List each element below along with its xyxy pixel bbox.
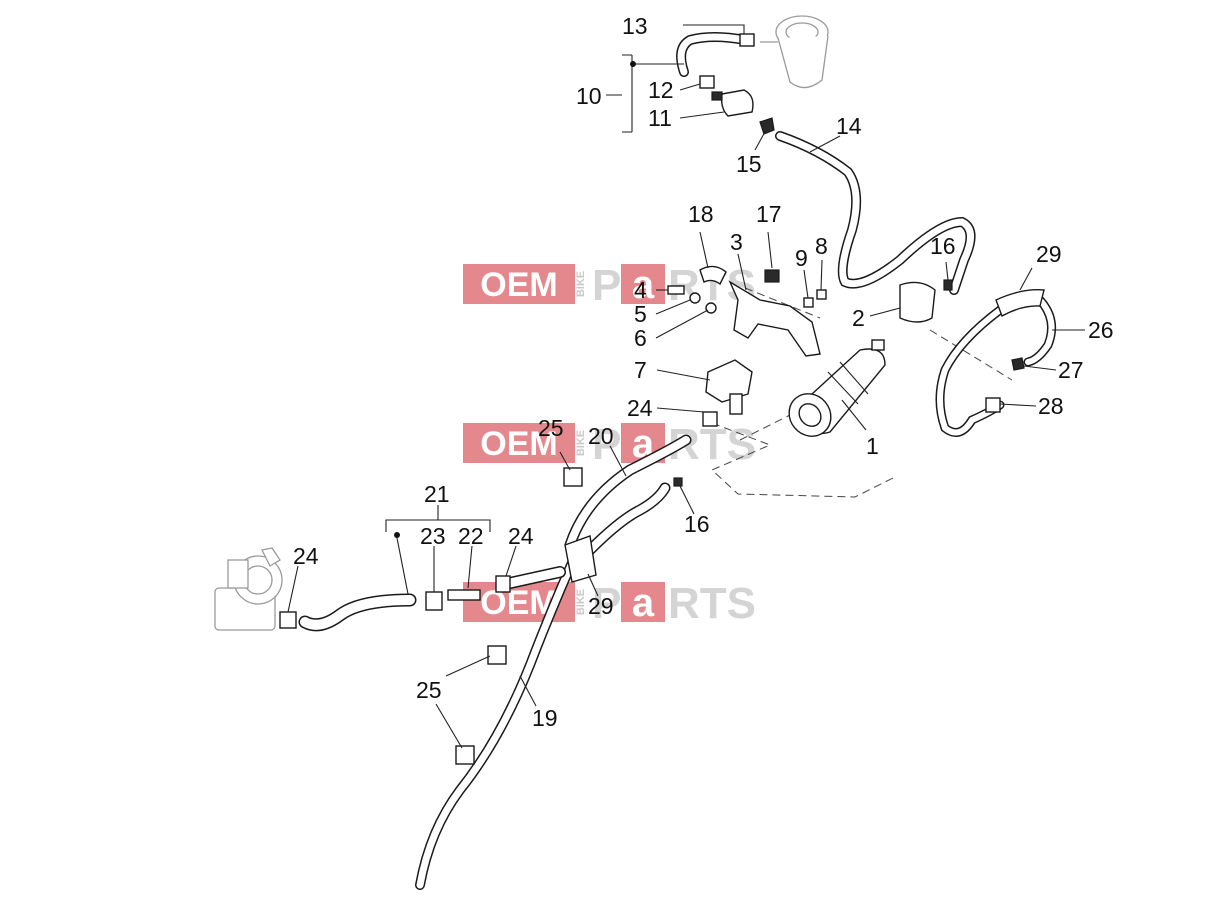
part-clamp-13 — [739, 33, 755, 47]
part-washer-5 — [689, 292, 701, 304]
callout-16b: 16 — [684, 511, 710, 537]
bracket-21 — [385, 505, 491, 532]
callout-labels: 13 10 12 11 14 15 18 17 3 9 8 16 29 4 5 … — [293, 13, 1114, 731]
callout-25b: 25 — [416, 677, 442, 703]
part-clip-27 — [1011, 357, 1025, 371]
watermark-bike-text: BIKE — [575, 430, 587, 456]
callout-28: 28 — [1038, 393, 1064, 419]
callout-5: 5 — [634, 301, 647, 327]
callout-4: 4 — [634, 277, 647, 303]
dashed-line-bracket-screw — [744, 287, 821, 319]
part-fitting-28 — [985, 397, 1001, 413]
watermark-a-text: a — [632, 581, 655, 625]
callout-2: 2 — [852, 305, 865, 331]
watermark-p-text: P — [592, 420, 621, 469]
callout-13: 13 — [622, 13, 648, 39]
watermark-oem-text: OEM — [480, 266, 557, 304]
callout-10: 10 — [576, 83, 602, 109]
watermark-a-box — [621, 582, 665, 622]
callout-6: 6 — [634, 325, 647, 351]
throttle-body-actuator — [227, 559, 249, 589]
callout-29b: 29 — [588, 593, 614, 619]
part-canister-1 — [788, 339, 886, 437]
callout-8: 8 — [815, 233, 828, 259]
hoses — [298, 32, 1057, 890]
callout-23: 23 — [420, 523, 446, 549]
callout-18: 18 — [688, 201, 714, 227]
part-valve-11 — [720, 89, 754, 117]
dashed-line-bracket — [929, 329, 1013, 381]
watermark-rts-text: RTS — [668, 579, 756, 628]
fuel-cap-neck — [777, 35, 829, 89]
part-clip-25c — [455, 745, 475, 765]
part-screw-4 — [667, 285, 685, 295]
leader-lines — [287, 24, 1085, 749]
callout-11: 11 — [648, 105, 672, 131]
callout-14: 14 — [836, 113, 862, 139]
part-clip-25b — [487, 645, 507, 665]
watermark-p-text: P — [592, 261, 621, 310]
parts — [279, 33, 1025, 765]
callout-9: 9 — [795, 245, 808, 271]
callout-3: 3 — [730, 229, 743, 255]
callout-12: 12 — [648, 77, 674, 103]
watermark-p-text: P — [592, 579, 621, 628]
part-washer-6 — [705, 302, 717, 314]
part-connector-24 — [702, 411, 718, 427]
sleeve-29 — [564, 535, 597, 583]
watermark-bike-text: BIKE — [575, 589, 587, 615]
callout-22: 22 — [458, 523, 484, 549]
part-clamp-23 — [425, 591, 443, 611]
part-clamp-24a — [495, 575, 511, 593]
part-clip-16a — [943, 279, 953, 291]
callout-21: 21 — [424, 481, 450, 507]
throttle-body-ghost — [214, 547, 283, 631]
part-nut-9 — [803, 297, 814, 308]
hose-14 — [775, 131, 976, 295]
watermark-oem-text: OEM — [480, 425, 557, 463]
part-bracket-3 — [728, 280, 821, 357]
part-clip-15 — [759, 117, 775, 135]
part-fitting-22 — [447, 589, 481, 601]
callout-24b: 24 — [508, 523, 534, 549]
part-clip-17 — [764, 269, 780, 283]
callout-7: 7 — [634, 357, 647, 383]
callout-16a: 16 — [930, 233, 956, 259]
bracket-10 — [606, 54, 633, 133]
hose-26-loop — [935, 305, 1005, 437]
watermark-a-text: a — [632, 263, 655, 307]
fuel-cap-ghost — [760, 15, 829, 89]
callout-25a: 25 — [538, 415, 564, 441]
watermark-bike-text: BIKE — [575, 271, 587, 297]
callout-27: 27 — [1058, 357, 1084, 383]
callout-1: 1 — [866, 433, 879, 459]
watermark-oem-box — [463, 423, 575, 463]
callout-17: 17 — [756, 201, 782, 227]
part-clamp-24b — [279, 611, 297, 629]
callout-20: 20 — [588, 423, 614, 449]
part-clip-25a — [563, 467, 583, 487]
part-clamp-18 — [699, 265, 727, 286]
part-clip-16b — [673, 477, 683, 487]
callout-24c: 24 — [293, 543, 319, 569]
watermark-a-box — [621, 264, 665, 304]
watermark-middle: OEM BIKE P a RTS — [463, 420, 756, 469]
part-clamp-12 — [699, 75, 715, 89]
callout-15: 15 — [736, 151, 762, 177]
watermark-oem-box — [463, 264, 575, 304]
callout-29a: 29 — [1036, 241, 1062, 267]
throttle-body-tab — [261, 547, 281, 567]
callout-24a: 24 — [627, 395, 653, 421]
callout-19: 19 — [532, 705, 558, 731]
part-solenoid-7 — [705, 359, 753, 403]
sleeve-29-right — [995, 289, 1045, 318]
callout-26: 26 — [1088, 317, 1114, 343]
part-nut-8 — [816, 289, 827, 300]
part-strap-2 — [899, 281, 936, 323]
